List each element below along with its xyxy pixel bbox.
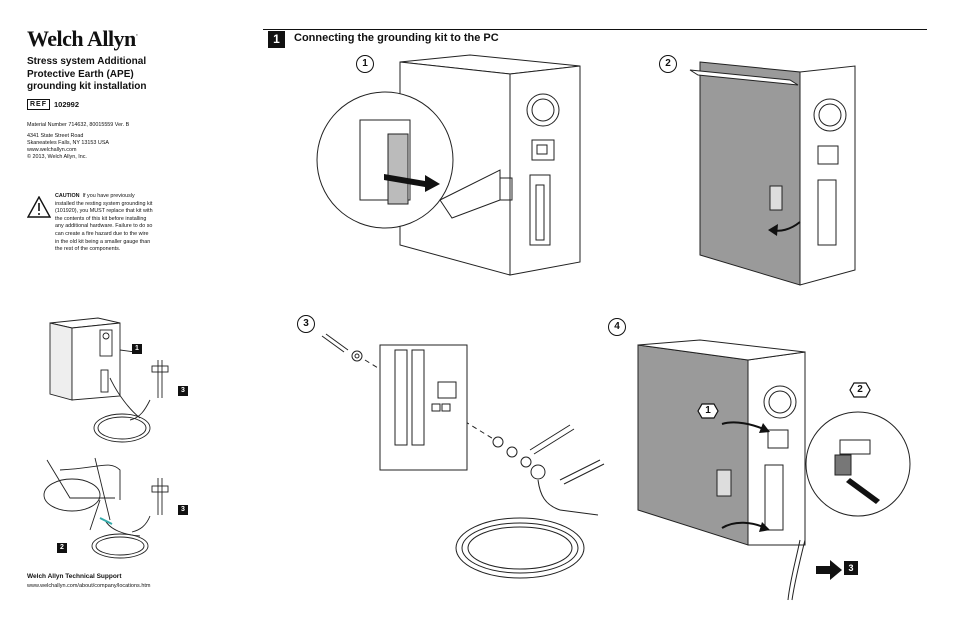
overview-callout-2: 2 (57, 543, 67, 553)
support-title: Welch Allyn Technical Support (27, 573, 122, 580)
overview-callout-3b: 3 (178, 505, 188, 515)
support-url: www.welchallyn.com/about/company/locatio… (27, 583, 151, 589)
caution-text: CAUTION If you have previously installed… (55, 193, 153, 253)
address-line: 4341 State Street Road (27, 133, 84, 139)
step4-callout-1: 1 (697, 403, 719, 419)
warning-icon (27, 196, 51, 218)
step-2-label: 2 (659, 55, 677, 73)
document-title: Stress system Additional Protective Eart… (27, 56, 147, 92)
section-rule (263, 29, 927, 30)
ref-label: REF (27, 99, 50, 110)
copyright: © 2013, Welch Allyn, Inc. (27, 154, 87, 160)
address-line: Skaneateles Falls, NY 13153 USA (27, 140, 110, 146)
step-3-label: 3 (297, 315, 315, 333)
brand-logo: Welch Allyn· (27, 26, 138, 51)
step-1-label: 1 (356, 55, 374, 73)
overview-callout-3: 3 (178, 386, 188, 396)
step-4-label: 4 (608, 318, 626, 336)
section-title: Connecting the grounding kit to the PC (294, 32, 499, 44)
reference-number: REF 102992 (27, 99, 79, 110)
website: www.welchallyn.com (27, 147, 77, 153)
ref-value: 102992 (54, 100, 80, 109)
material-number: Material Number 714632, 80015559 Ver. B (27, 122, 130, 128)
step4-callout-3: 3 (844, 561, 858, 575)
step4-callout-2: 2 (849, 382, 871, 398)
document-meta: Material Number 714632, 80015559 Ver. B … (27, 122, 187, 161)
overview-callout-1: 1 (132, 344, 142, 354)
section-number: 1 (268, 31, 285, 48)
